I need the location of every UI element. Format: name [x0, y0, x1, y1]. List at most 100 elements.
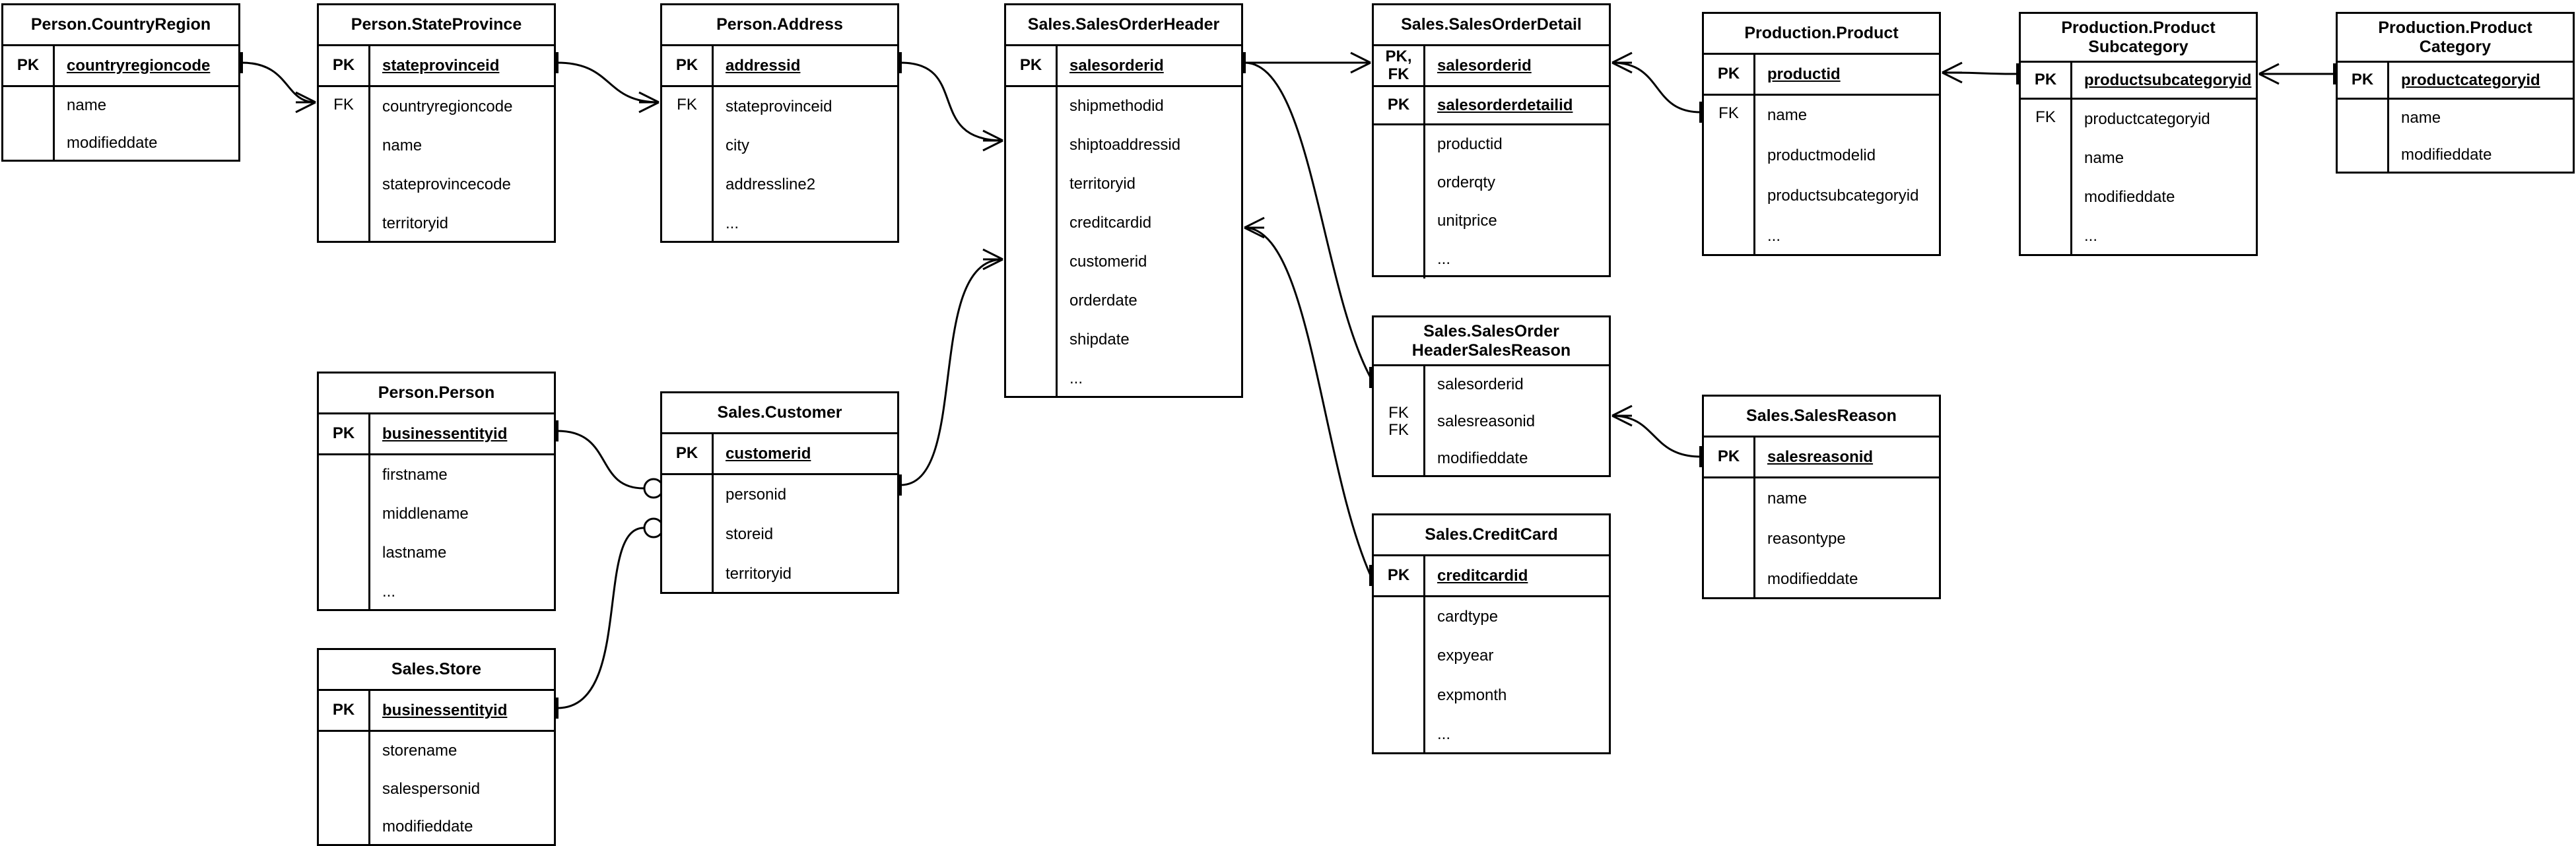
field-row[interactable]: orderqty [1437, 174, 1496, 191]
link-salesorderdetail-product [1611, 61, 1701, 114]
field-row[interactable]: personid [726, 486, 787, 504]
field-row[interactable]: ... [2084, 227, 2098, 245]
field-row[interactable]: ... [1767, 226, 1781, 245]
field-row[interactable]: storeid [726, 525, 774, 543]
link-product-productsubcategory [1942, 71, 2018, 75]
link-person-customer [557, 430, 644, 490]
field-row[interactable]: productmodelid [1767, 146, 1876, 165]
field-row[interactable]: creditcardid [1069, 214, 1152, 232]
field-column: productid [1755, 55, 1939, 94]
field-row[interactable]: salespersonid [382, 779, 481, 798]
field-row[interactable]: salesorderid [1437, 375, 1524, 393]
field-row[interactable]: shiptoaddressid [1069, 136, 1181, 154]
field-column: salesorderid salesreasonid modifieddate [1425, 366, 1609, 477]
entity-title-customer: Sales.Customer [662, 393, 897, 434]
key-column [319, 732, 370, 846]
field-row[interactable]: addressline2 [726, 175, 816, 193]
field-row[interactable]: firstname [382, 465, 448, 484]
field-row-pk[interactable]: salesorderid [1437, 56, 1532, 75]
field-row[interactable]: cardtype [1437, 607, 1499, 626]
field-row-pk[interactable]: stateprovinceid [382, 56, 500, 75]
field-row[interactable]: middlename [382, 504, 469, 523]
field-row[interactable]: name [2401, 109, 2441, 127]
field-row[interactable]: ... [1437, 250, 1451, 268]
field-row[interactable]: modifieddate [2401, 146, 2492, 164]
field-row[interactable]: productcategoryid [2084, 110, 2210, 128]
field-row[interactable]: territoryid [726, 565, 792, 583]
key-column: FK FK [1374, 366, 1425, 477]
field-row[interactable]: productid [1437, 135, 1503, 153]
field-row[interactable]: name [1767, 489, 1808, 507]
attr-group: storename salespersonid modifieddate [319, 732, 554, 846]
field-row-pk[interactable]: salesorderdetailid [1437, 96, 1573, 114]
crowfoot-stateprovince [295, 91, 316, 114]
field-row-pk[interactable]: productcategoryid [2401, 71, 2540, 89]
attr-group: cardtype expyear expmonth... [1374, 597, 1609, 754]
field-row[interactable]: unitprice [1437, 212, 1497, 230]
field-row-pk[interactable]: salesreasonid [1767, 447, 1874, 466]
field-row[interactable]: countryregioncode [382, 97, 513, 115]
field-row-pk[interactable]: customerid [726, 444, 811, 463]
field-row-pk[interactable]: creditcardid [1437, 566, 1528, 585]
field-row-pk[interactable]: productsubcategoryid [2084, 71, 2252, 89]
field-row[interactable]: modifieddate [67, 133, 158, 152]
field-row[interactable]: ... [382, 582, 396, 601]
field-row-pk[interactable]: countryregioncode [67, 56, 211, 75]
field-row-pk[interactable]: addressid [726, 56, 801, 75]
field-row-pk[interactable]: businessentityid [382, 424, 508, 443]
field-row[interactable]: name [2084, 148, 2124, 167]
field-row[interactable]: reasontype [1767, 529, 1846, 548]
field-row[interactable]: name [67, 96, 107, 115]
field-row-pk[interactable]: salesorderid [1069, 56, 1164, 75]
field-row[interactable]: lastname [382, 543, 447, 562]
field-row[interactable]: ... [1437, 725, 1451, 744]
field-row[interactable]: city [726, 136, 749, 154]
field-row[interactable]: storename [382, 741, 458, 760]
field-row[interactable]: territoryid [382, 214, 449, 232]
field-row[interactable]: salesreasonid [1437, 412, 1536, 430]
field-row[interactable]: expmonth [1437, 686, 1507, 704]
field-row[interactable]: customerid [1069, 252, 1147, 271]
link-stateprovince-address [557, 61, 660, 104]
field-row[interactable]: stateprovincecode [382, 175, 511, 193]
field-row[interactable]: territoryid [1069, 175, 1136, 193]
key-column [1006, 87, 1058, 398]
entity-title-salesorderheader: Sales.SalesOrderHeader [1006, 5, 1241, 46]
field-row[interactable]: stateprovinceid [726, 97, 832, 115]
field-row[interactable]: name [1767, 106, 1808, 125]
field-row[interactable]: shipdate [1069, 330, 1130, 348]
key-marker: PK [332, 424, 355, 443]
field-row[interactable]: shipmethodid [1069, 97, 1164, 115]
field-row[interactable]: modifieddate [1767, 569, 1858, 588]
field-row[interactable]: orderdate [1069, 291, 1137, 309]
field-column: salesreasonid [1755, 438, 1939, 476]
field-row[interactable]: modifieddate [1437, 449, 1528, 467]
field-row-pk[interactable]: businessentityid [382, 701, 508, 719]
field-row[interactable]: modifieddate [2084, 188, 2175, 207]
field-column: productcategoryid [2389, 63, 2573, 98]
field-row[interactable]: ... [1069, 369, 1083, 387]
field-row[interactable]: ... [726, 214, 739, 232]
field-row[interactable]: expyear [1437, 647, 1494, 665]
field-row[interactable]: name [382, 136, 423, 154]
field-row-pk[interactable]: productid [1767, 65, 1841, 83]
field-row[interactable]: modifieddate [382, 818, 473, 836]
field-row[interactable]: productsubcategoryid [1767, 186, 1919, 205]
